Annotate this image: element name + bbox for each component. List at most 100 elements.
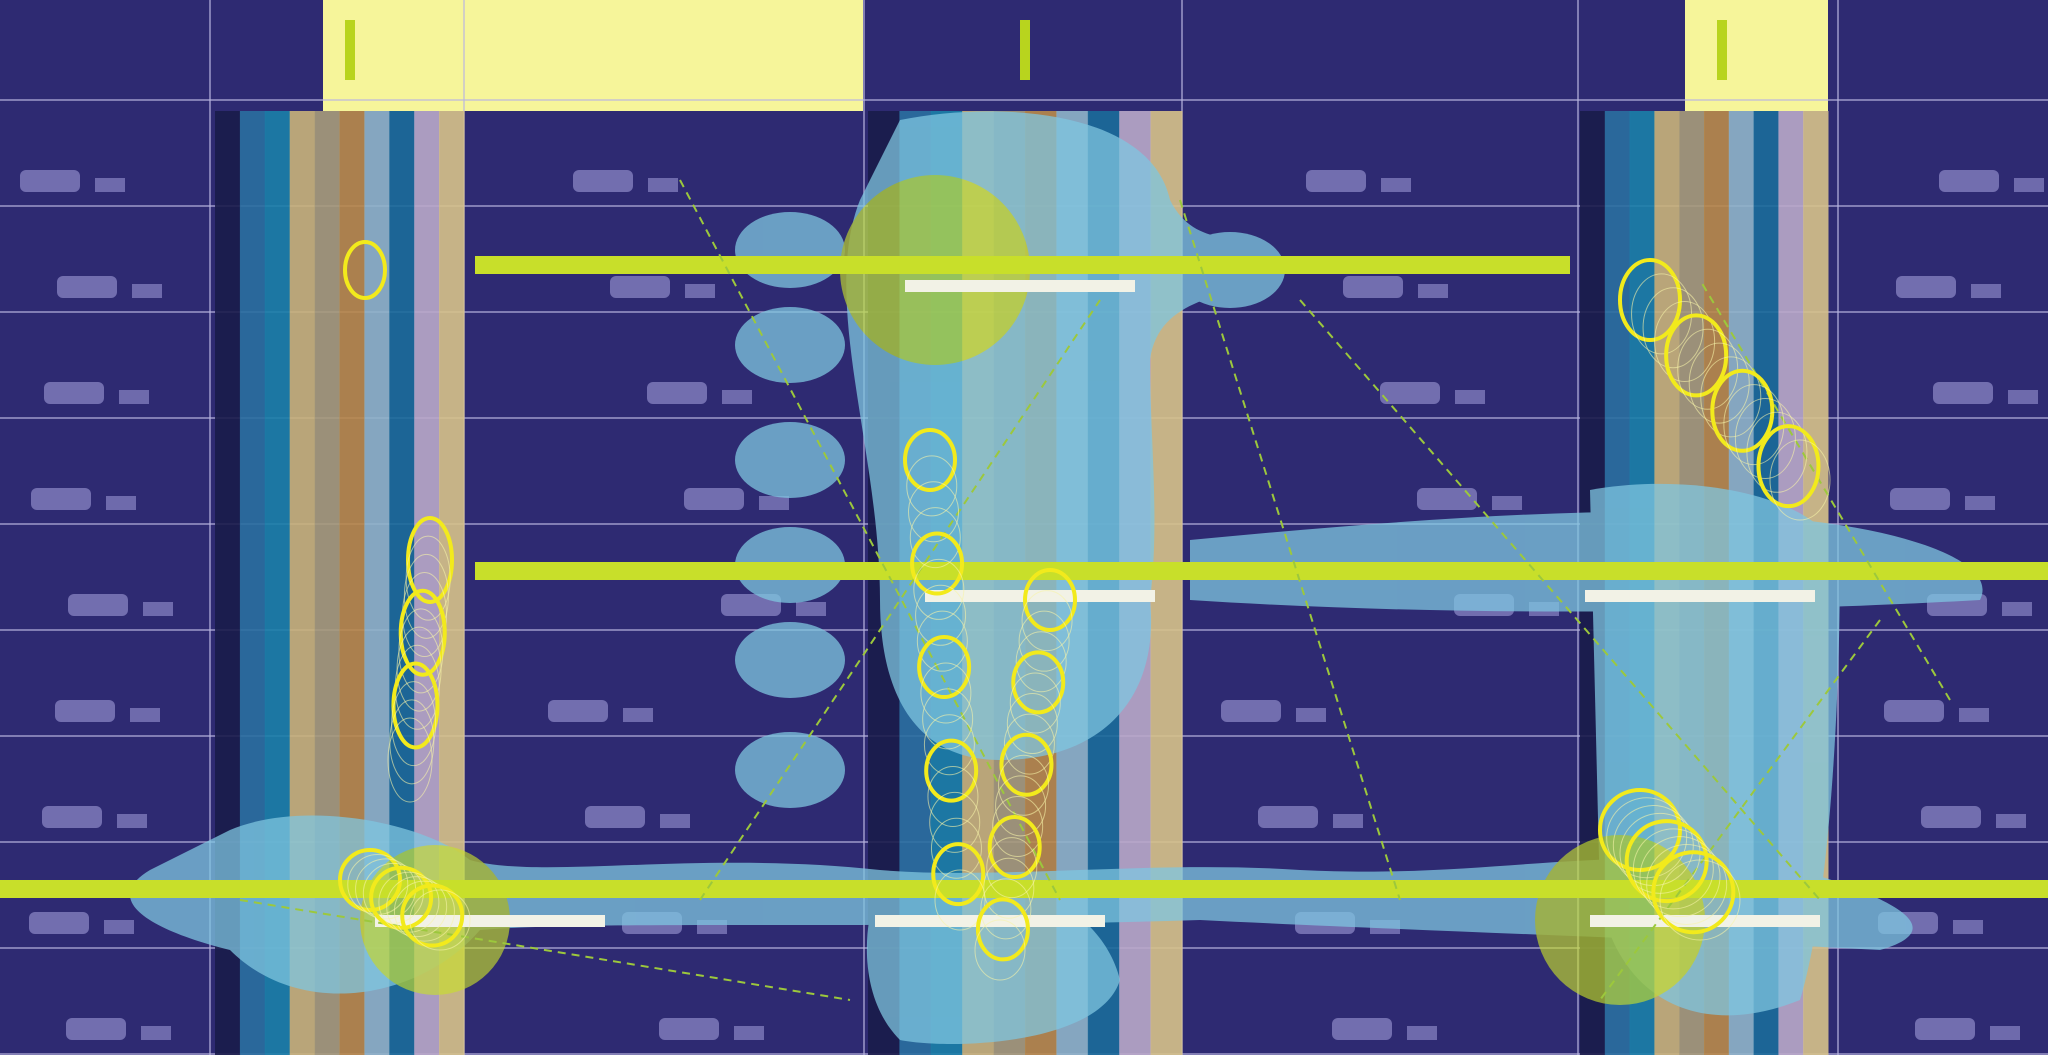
sky-block	[1685, 0, 1828, 111]
table-silhouette	[141, 1026, 171, 1040]
sofa-silhouette	[55, 700, 115, 722]
green-walkway	[0, 880, 2048, 898]
coil-loop	[1688, 342, 1750, 424]
coil-loop	[1632, 828, 1714, 910]
coil-loop	[908, 481, 960, 543]
table-silhouette	[685, 284, 715, 298]
coil-loop	[934, 869, 986, 931]
coil-loop	[1734, 397, 1796, 479]
coil-loop	[1651, 850, 1736, 935]
sky-openings	[323, 0, 1828, 111]
coil-loop	[1654, 301, 1716, 383]
table-silhouette	[95, 178, 125, 192]
coil-loop	[909, 507, 961, 569]
sofa-silhouette	[44, 382, 104, 404]
coil-loop	[1642, 287, 1704, 369]
sofa-silhouette	[721, 594, 781, 616]
coil-loop	[338, 848, 402, 912]
table-silhouette	[1455, 390, 1485, 404]
platform	[925, 590, 1155, 602]
coil-loop	[1639, 836, 1721, 918]
coil-loop	[369, 865, 434, 930]
table-silhouette	[2008, 390, 2038, 404]
antenna-icon	[1717, 20, 1727, 80]
platform	[1585, 590, 1815, 602]
sofa-silhouette	[548, 700, 608, 722]
table-silhouette	[1492, 496, 1522, 510]
table-silhouette	[104, 920, 134, 934]
coil-loop	[1003, 713, 1055, 775]
coil-loop	[917, 635, 972, 700]
dashed-line	[1299, 299, 1821, 901]
sofa-silhouette	[610, 276, 670, 298]
coil-loop	[992, 795, 1044, 857]
coil-loop	[1018, 610, 1070, 672]
table-silhouette	[143, 602, 173, 616]
sofa-silhouette	[1332, 1018, 1392, 1040]
coil-loop	[1700, 356, 1762, 438]
coil-loop	[1006, 693, 1058, 755]
table-silhouette	[2002, 602, 2032, 616]
sofa-silhouette	[20, 170, 80, 192]
sofa-silhouette	[1921, 806, 1981, 828]
coil-loop	[999, 732, 1054, 797]
table-silhouette	[734, 1026, 764, 1040]
coil-loop	[1756, 424, 1821, 509]
coil-loop	[920, 662, 972, 724]
sofa-silhouette	[684, 488, 744, 510]
green-walkway	[475, 562, 2048, 580]
sofa-silhouette	[1915, 1018, 1975, 1040]
sofa-silhouette	[68, 594, 128, 616]
coil-loop	[1624, 819, 1709, 904]
yellow-coil-loops	[338, 240, 1831, 981]
sofa-silhouette	[1939, 170, 1999, 192]
coil-loop	[1015, 631, 1067, 693]
sofa-silhouette	[1343, 276, 1403, 298]
coil-loop	[1598, 788, 1682, 872]
platform	[875, 915, 1105, 927]
coil-loop	[922, 688, 974, 750]
dashed-line	[679, 179, 1061, 901]
table-silhouette	[1381, 178, 1411, 192]
coil-loop	[1021, 590, 1073, 652]
coil-loop	[409, 889, 471, 951]
table-silhouette	[117, 814, 147, 828]
coil-loop	[393, 880, 455, 942]
cyan-pod	[735, 732, 845, 808]
sofa-silhouette	[1896, 276, 1956, 298]
sofa-silhouette	[573, 170, 633, 192]
coil-loop	[1710, 368, 1775, 453]
coil-loop	[924, 738, 979, 803]
coil-loop	[400, 883, 465, 948]
sofa-silhouette	[57, 276, 117, 298]
table-silhouette	[1990, 1026, 2020, 1040]
coil-loop	[903, 428, 957, 492]
green-walkway-bars	[0, 256, 2048, 927]
antenna-icon	[1020, 20, 1030, 80]
sofa-silhouette	[585, 806, 645, 828]
platform	[1590, 915, 1820, 927]
coil-loop	[975, 897, 1030, 962]
table-silhouette	[106, 496, 136, 510]
table-silhouette	[722, 390, 752, 404]
sofa-silhouette	[1890, 488, 1950, 510]
table-silhouette	[119, 390, 149, 404]
sofa-silhouette	[29, 912, 89, 934]
table-silhouette	[759, 496, 789, 510]
coil-loop	[913, 558, 965, 620]
table-silhouette	[648, 178, 678, 192]
sky-block	[323, 0, 863, 111]
coil-loop	[929, 791, 981, 853]
sofa-silhouette	[1884, 700, 1944, 722]
coil-loop	[387, 717, 433, 803]
sofa-silhouette	[647, 382, 707, 404]
table-silhouette	[1971, 284, 2001, 298]
cyan-pod	[735, 622, 845, 698]
coil-loop	[983, 857, 1035, 919]
coil-loop	[1664, 313, 1729, 398]
platform	[375, 915, 605, 927]
sofa-silhouette	[1306, 170, 1366, 192]
coil-loop	[916, 610, 968, 672]
coil-loop	[1618, 258, 1682, 342]
